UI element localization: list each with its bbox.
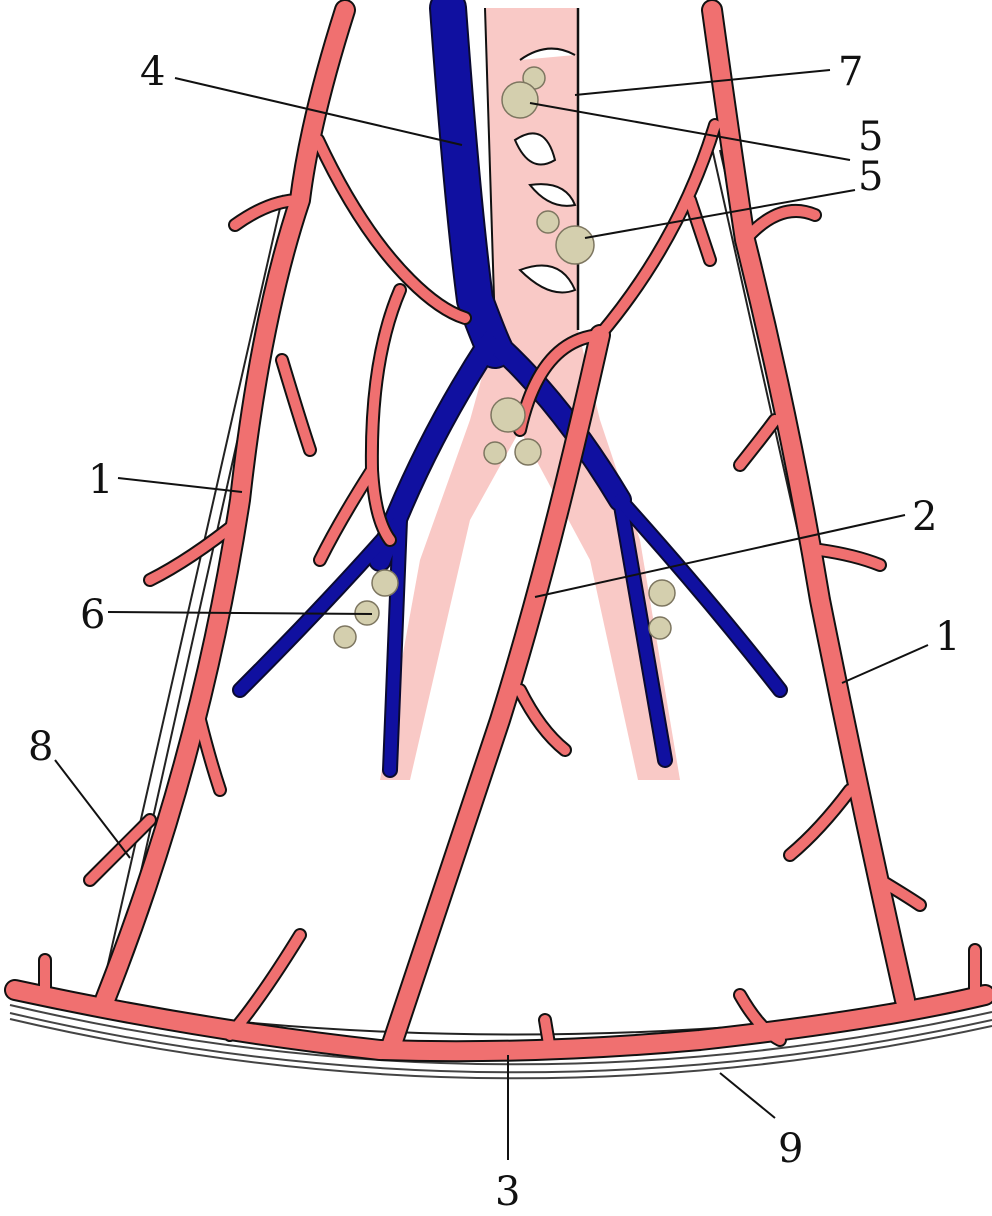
label-2: 2 bbox=[912, 494, 937, 540]
lymph-node bbox=[649, 617, 671, 639]
lymph-node bbox=[491, 398, 525, 432]
lymph-node bbox=[556, 226, 594, 264]
lymph-node bbox=[649, 580, 675, 606]
lymph-node bbox=[334, 626, 356, 648]
label-3: 3 bbox=[495, 1169, 520, 1215]
label-8: 8 bbox=[28, 724, 53, 770]
lymph-node bbox=[484, 442, 506, 464]
lymph-node bbox=[502, 82, 538, 118]
lymph-node bbox=[515, 439, 541, 465]
label-5-upper: 5 bbox=[858, 154, 883, 200]
label-7: 7 bbox=[838, 49, 863, 95]
label-4: 4 bbox=[140, 49, 165, 95]
lymph-node bbox=[372, 570, 398, 596]
label-1-left: 1 bbox=[88, 457, 113, 503]
lymph-node bbox=[537, 211, 559, 233]
label-6: 6 bbox=[80, 592, 105, 638]
label-1-right: 1 bbox=[935, 614, 960, 660]
label-9: 9 bbox=[778, 1126, 803, 1172]
label-5-lower: 5 bbox=[858, 114, 883, 160]
